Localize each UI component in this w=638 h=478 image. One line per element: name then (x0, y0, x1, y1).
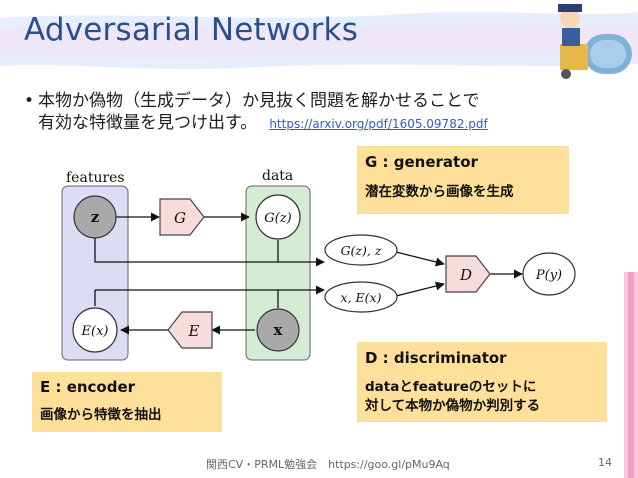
features-label: features (66, 170, 125, 186)
discriminator-note-body1: dataとfeatureのセットに (365, 379, 537, 395)
x-node-label: x (274, 321, 284, 339)
pair-gen-node (324, 234, 398, 266)
data-label: data (262, 168, 293, 184)
title-brush-background (0, 12, 638, 69)
slide-title: Adversarial Networks (24, 12, 359, 48)
generator-note-head: G : generator (365, 153, 478, 171)
generator-note-body: 潜在変数から画像を生成 (365, 184, 514, 200)
arrow-pair-real-to-d (395, 281, 445, 297)
e-block-label: E (188, 322, 200, 340)
arrow-pair-gen-to-d (395, 251, 445, 267)
page-number: 14 (598, 456, 612, 469)
ex-node-label: E(x) (81, 324, 109, 339)
gz-node-label: G(z) (264, 211, 291, 226)
g-block-label: G (174, 209, 186, 227)
x-node (256, 308, 300, 352)
bullet-dot: • (24, 91, 35, 111)
encoder-note-head: E : encoder (40, 378, 136, 396)
encoder-note: E : encoder 画像から特徴を抽出 (32, 372, 222, 432)
z-node (73, 195, 117, 239)
z-node-label: z (91, 208, 100, 226)
pair-real-node (324, 281, 398, 313)
bullet-line2-text: 有効な特徴量を見つけ出す。 (38, 113, 258, 133)
e-block (167, 311, 213, 349)
paper-link[interactable]: https://arxiv.org/pdf/1605.09782.pdf (269, 117, 488, 131)
pair-gen-label: G(z), z (341, 243, 382, 258)
generator-note: G : generator 潜在変数から画像を生成 (357, 146, 569, 214)
d-block (445, 255, 491, 293)
d-block-label: D (459, 266, 472, 284)
py-node (522, 252, 576, 296)
pair-real-label: x, E(x) (341, 290, 382, 305)
gz-node (255, 194, 301, 240)
bullet-text-line2: 有効な特徴量を見つけ出す。 https://arxiv.org/pdf/1605.… (38, 108, 488, 133)
py-node-label: P(y) (535, 268, 562, 283)
decorative-side-bar (624, 272, 638, 478)
arrow-z-to-pair-gen (94, 238, 325, 267)
bullet-line1-text: 本物か偽物（生成データ）か見抜く問題を解かせることで (38, 91, 480, 111)
discriminator-note-head: D : discriminator (365, 349, 507, 367)
mascot-illustration (558, 4, 632, 79)
g-block (159, 198, 205, 236)
ex-node (72, 307, 118, 353)
encoder-note-body: 画像から特徴を抽出 (40, 407, 162, 423)
discriminator-note: D : discriminator dataとfeatureのセットに 対して本… (357, 342, 607, 422)
footer-text: 関西CV・PRML勉強会 https://goo.gl/pMu9Aq (206, 458, 450, 471)
discriminator-note-body2: 対して本物か偽物か判別する (365, 398, 541, 414)
bullet-text-line1: •本物か偽物（生成データ）か見抜く問題を解かせることで (24, 86, 480, 111)
